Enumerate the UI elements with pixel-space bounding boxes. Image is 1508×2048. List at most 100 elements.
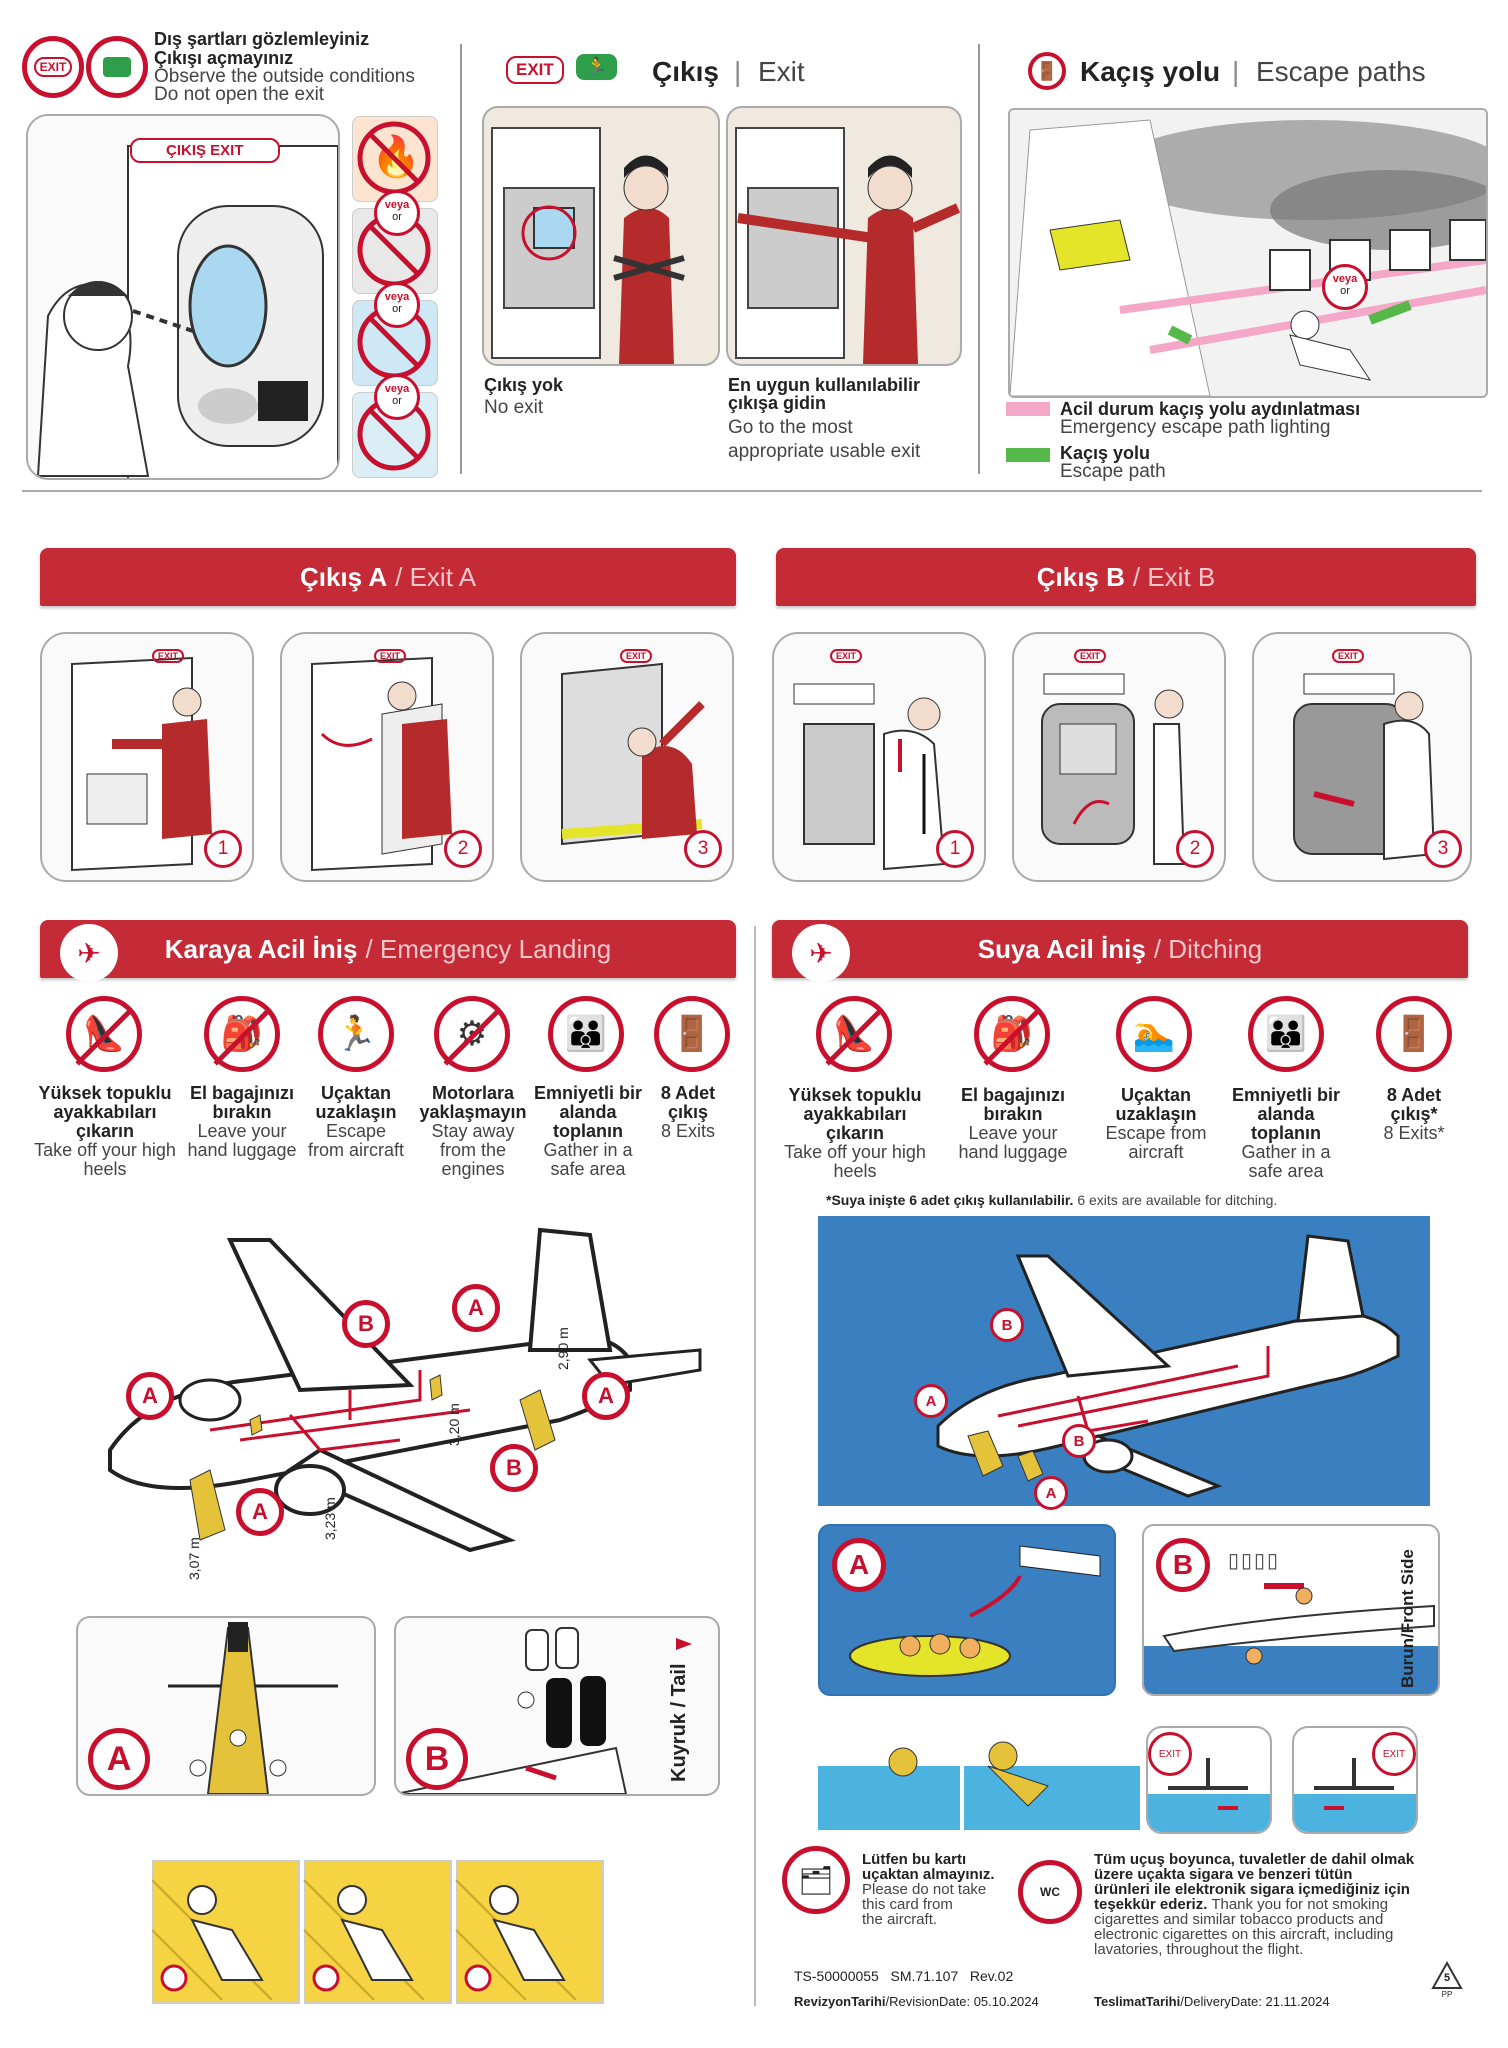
tail-label: Kuyruk / Tail [668, 1663, 690, 1782]
no-green-exit-icon [86, 36, 148, 98]
exit-letter-a: A [126, 1372, 174, 1420]
green-legend-swatch [1006, 448, 1050, 462]
exit-letter-b: B [490, 1444, 538, 1492]
step-number: 2 [1176, 830, 1214, 868]
exit-mini-sign: EXIT [152, 646, 185, 664]
escape-path-icon: 🚪 [1028, 52, 1066, 90]
outside-title-en-2: Do not open the exit [154, 84, 325, 105]
step-number: 1 [936, 830, 974, 868]
exit-a-banner: Çıkış A/ Exit A [40, 548, 736, 606]
exit-heading-en: Exit [758, 56, 805, 87]
outside-title-tr-2: Çıkışı açmayınız [154, 48, 294, 68]
exit-sign: ÇIKIŞ EXIT [130, 138, 280, 163]
raft-a-illustration: A [818, 1524, 1116, 1696]
ditching-aircraft-diagram [818, 1216, 1430, 1506]
legend-pink-tr: Acil durum kaçış yolu aydınlatması [1060, 399, 1361, 419]
exit-mini-sign: EXIT [620, 646, 653, 664]
exits-icon: 🚪 [654, 996, 730, 1072]
exit-heading-sep: | [734, 56, 742, 87]
dim-label: 2,90 m [555, 1327, 571, 1370]
usable-exit-en-1: Go to the most [728, 417, 853, 438]
gather-safe-area-icon: 👪 [1248, 996, 1324, 1072]
smoking-notice: Tüm uçuş boyunca, tuvaletler de dahil ol… [1094, 1851, 1415, 1958]
divider [754, 926, 756, 2006]
ditch-letter-a: A [914, 1384, 948, 1418]
divider [460, 44, 462, 474]
wing-b-illustration: B Kuyruk / Tail [394, 1616, 720, 1796]
exits-icon: 🚪 [1376, 996, 1452, 1072]
exit-letter-a: A [582, 1372, 630, 1420]
exit-below-water-left: EXIT [1146, 1726, 1272, 1834]
step-number: 3 [1424, 830, 1462, 868]
exit-a-step-3: EXIT 3 [520, 632, 734, 882]
recycle-icon: 5 PP [1430, 1960, 1464, 1999]
exit-heading-tr: Çıkış [652, 56, 719, 87]
wing-letter-b: B [406, 1728, 468, 1790]
exit-mini-sign: EXIT [374, 646, 407, 664]
ditch-letter-a: A [1034, 1476, 1068, 1510]
ditch-letter-b: B [1062, 1424, 1096, 1458]
exit-b-banner: Çıkış B/ Exit B [776, 548, 1476, 606]
outside-title-en-1: Observe the outside conditions [154, 66, 415, 87]
no-exit-icon: EXIT [1148, 1732, 1192, 1776]
no-exit-icon: EXIT [1372, 1732, 1416, 1776]
no-smoking-wc-icon: WC [1018, 1860, 1082, 1924]
no-exit-en: No exit [484, 397, 544, 418]
legend-green-en: Escape path [1060, 461, 1166, 482]
window-observation-illustration: ÇIKIŞ EXIT [26, 114, 340, 480]
ditch-rule-exits: 8 Adet çıkış*8 Exits* [1383, 1085, 1445, 1143]
dim-label: 3,07 m [186, 1537, 202, 1580]
legend-green-tr: Kaçış yolu [1060, 443, 1151, 463]
exit-a-step-1: EXIT 1 [40, 632, 254, 882]
exit-mini-sign: EXIT [1074, 646, 1107, 664]
swim-away-icon: 🏊 [1116, 996, 1192, 1072]
ditching-banner: Suya Acil İniş/ Ditching [772, 920, 1468, 978]
escape-aircraft-icon: 🏃 [318, 996, 394, 1072]
exit-letter-b: B [342, 1300, 390, 1348]
exit-below-water-right: EXIT [1292, 1726, 1418, 1834]
exit-badge: EXIT [506, 56, 564, 84]
usable-exit-tr-2: çıkışa gidin [728, 393, 827, 413]
gather-safe-area-icon: 👪 [548, 996, 624, 1072]
usable-exit-tr-1: En uygun kullanılabilir [728, 375, 921, 395]
no-exit-tr: Çıkış yok [484, 375, 564, 395]
plane-ditching-icon: ✈ [792, 924, 850, 982]
exit-mini-sign: EXIT [1332, 646, 1365, 664]
wing-letter-b: B [1156, 1538, 1210, 1592]
slide-letter-a: A [88, 1728, 150, 1790]
step-number: 1 [204, 830, 242, 868]
window-row: ▯▯▯▯ [1228, 1550, 1281, 1572]
emergency-landing-banner: Karaya Acil İniş/ Emergency Landing [40, 920, 736, 978]
slide-a-illustration: A [76, 1616, 376, 1796]
plane-landing-icon: ✈ [60, 924, 118, 982]
escape-heading-en: Escape paths [1256, 56, 1426, 87]
go-to-exit-illustration [726, 106, 962, 366]
legend-pink-en: Emergency escape path lighting [1060, 417, 1331, 438]
exit-a-step-2: EXIT 2 [280, 632, 494, 882]
front-side-label: Burun/Front Side [1398, 1549, 1417, 1688]
pink-legend-swatch [1006, 402, 1050, 416]
no-high-heels-icon: 👠 [66, 996, 142, 1072]
step-number: 2 [444, 830, 482, 868]
no-take-card-icon: 🗂 [782, 1846, 850, 1914]
raft-letter-a: A [832, 1538, 886, 1592]
ditch-letter-b: B [990, 1308, 1024, 1342]
dim-label: 3,20 m [446, 1403, 462, 1446]
no-exit-illustration [482, 106, 720, 366]
landing-aircraft-diagram: 2,90 m 3,20 m 3,23 m 3,07 m [90, 1210, 710, 1610]
delivery-date: TeslimatTarihi/DeliveryDate: 21.11.2024 [1094, 1994, 1330, 2009]
